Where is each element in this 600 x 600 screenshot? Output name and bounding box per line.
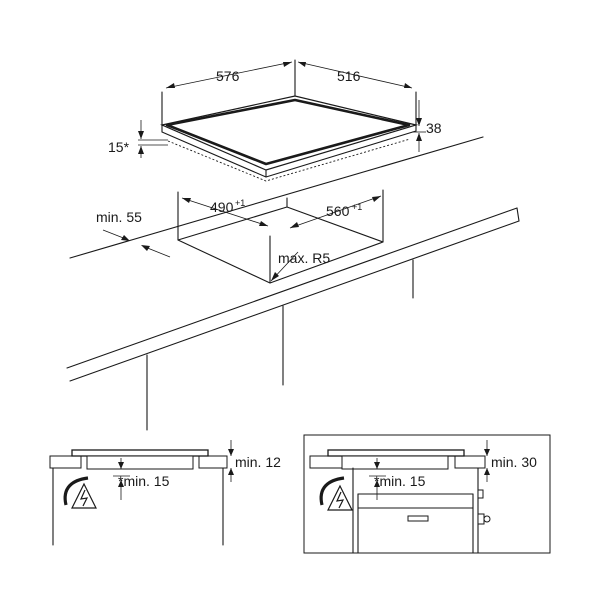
right-under-clearance-label: *min. 15 <box>374 473 426 489</box>
hob-frame <box>165 98 411 166</box>
worktop-left <box>309 455 343 469</box>
edge-distance-label: min. 55 <box>96 209 142 225</box>
edge-distance-arrows <box>102 229 171 258</box>
hob-width-dimline <box>165 61 293 89</box>
hob-depth-label: 516 <box>337 68 361 84</box>
cutout-width-label: 490 <box>210 199 234 215</box>
oven-handle <box>407 515 429 522</box>
electric-warning-icon <box>71 482 97 509</box>
hob-depth-dimline <box>297 61 413 89</box>
power-cable <box>63 476 89 506</box>
cutout-depth-dimline <box>289 195 382 229</box>
left-under-clearance-label: *min. 15 <box>118 473 170 489</box>
hob-height-label: 38 <box>426 120 442 136</box>
cutout-depth-label: 560 <box>326 203 350 219</box>
hob-body <box>341 455 449 470</box>
cutout-width-tolerance: +1 <box>235 198 245 208</box>
countertop-front-bottom-edge <box>69 220 520 382</box>
worktop-right <box>198 455 228 469</box>
section-right <box>303 434 551 554</box>
left-top-clearance-label: min. 12 <box>235 454 281 470</box>
countertop-front-top-edge <box>66 207 518 369</box>
hob <box>138 59 426 182</box>
section-left <box>49 440 234 546</box>
electric-warning-icon <box>327 484 353 511</box>
frame-height-label: 15* <box>108 139 130 155</box>
cutout <box>177 189 384 284</box>
hob-underside <box>167 138 411 182</box>
cutout-depth-tolerance: +1 <box>352 202 362 212</box>
cutout-outline <box>177 206 384 284</box>
worktop-left <box>49 455 82 469</box>
right-top-clearance-label: min. 30 <box>491 454 537 470</box>
hob-width-label: 576 <box>216 68 240 84</box>
worktop-right <box>454 455 486 469</box>
hob-body <box>86 455 194 470</box>
power-cable <box>319 476 345 506</box>
countertop-back-edge <box>69 136 484 259</box>
countertop-end <box>516 207 520 222</box>
corner-radius-label: max. R5 <box>278 250 330 266</box>
cutout-width-dimline <box>181 197 269 227</box>
countertop <box>66 136 520 431</box>
hob-plate <box>327 449 465 457</box>
hob-plate <box>71 449 209 457</box>
